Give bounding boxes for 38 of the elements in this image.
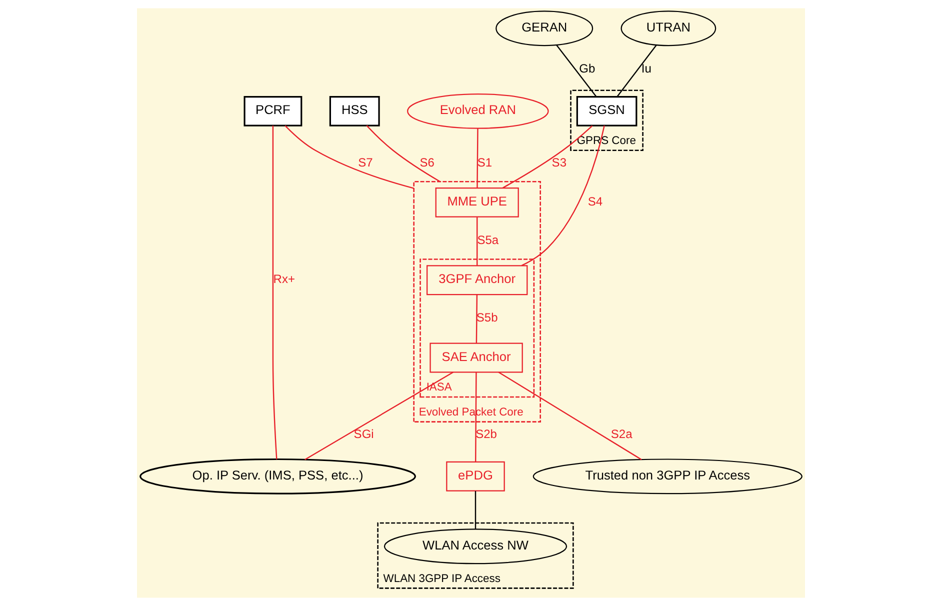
node-box: SGSN (576, 96, 637, 126)
edge-label: S1 (476, 155, 492, 170)
node-box: 3GPF Anchor (426, 265, 528, 296)
connector (520, 125, 604, 266)
edge-label: S3 (551, 155, 566, 170)
node-ellipse: Evolved RAN (406, 93, 548, 129)
connector (555, 44, 596, 98)
connector (616, 44, 657, 98)
connector (498, 372, 642, 460)
connector (502, 125, 592, 188)
connector (304, 372, 453, 460)
edge-label: Iu (640, 62, 651, 76)
edge-label: S6 (419, 155, 434, 170)
node-ellipse: UTRAN (620, 10, 716, 46)
connector (474, 372, 476, 462)
node-box: HSS (328, 96, 380, 126)
edge-label: S5a (476, 233, 498, 248)
connector (475, 294, 478, 344)
connector (272, 126, 277, 460)
connector (476, 217, 478, 266)
node-ellipse: GERAN (495, 10, 593, 46)
edge-label: S4 (587, 194, 602, 208)
node-ellipse: WLAN Access NW (383, 528, 567, 564)
node-box: SAE Anchor (429, 342, 522, 373)
node-ellipse: Trusted non 3GPP IP Access (532, 458, 802, 494)
connector (366, 125, 440, 182)
edge-label: Gb (578, 62, 595, 76)
connector (474, 491, 476, 530)
node-ellipse: Op. IP Serv. (IMS, PSS, etc...) (139, 458, 416, 494)
edge-label: S7 (358, 155, 372, 170)
node-box: MME UPE (434, 187, 518, 218)
node-box: PCRF (243, 96, 302, 126)
node-box: ePDG (446, 461, 504, 492)
edge-label: S2a (610, 426, 632, 441)
connector (476, 128, 478, 188)
edge-label: Rx+ (272, 272, 295, 286)
edge-label: SGi (353, 426, 374, 441)
connector (284, 125, 414, 189)
